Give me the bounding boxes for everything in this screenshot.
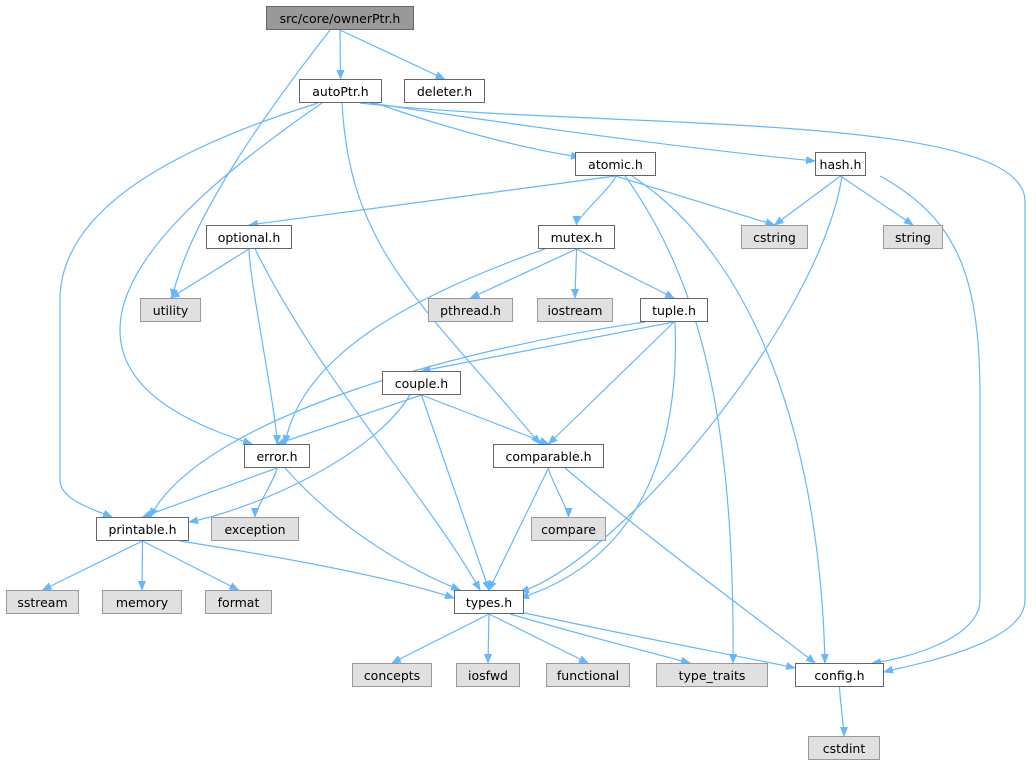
node-tuple[interactable]: tuple.h [640,298,708,322]
node-utility: utility [140,298,201,322]
edge-error-to-exception [251,467,278,518]
edge-tuple-to-couple [420,321,675,374]
edge-tuple-to-comparable [547,321,675,445]
edge-printable-to-sstream [41,540,143,591]
edge-printable-to-types [179,540,455,599]
edge-types-to-functional [488,613,589,664]
edge-error-to-types [284,467,461,591]
edge-comparable-to-compare [547,467,573,518]
node-functional: functional [546,663,630,687]
node-atomic[interactable]: atomic.h [575,152,656,176]
edge-couple-to-types [420,394,490,591]
node-compare: compare [531,517,606,541]
node-concepts: concepts [352,663,432,687]
node-memory: memory [102,590,182,614]
edge-ownerPtr-to-autoPtr [336,29,345,80]
edge-autoPtr-to-hash [369,102,816,165]
node-cstring: cstring [741,225,808,249]
edge-hash-to-string [840,175,914,226]
edge-ownerPtr-to-utility [170,29,331,299]
node-types[interactable]: types.h [454,590,524,614]
node-format: format [205,590,272,614]
edge-mutex-to-tuple [576,248,675,299]
edge-atomic-to-type_traits [624,175,738,664]
node-couple[interactable]: couple.h [382,371,461,395]
edge-comparable-to-config [564,467,816,664]
edge-ownerPtr-to-deleter [339,29,446,80]
node-comparable[interactable]: comparable.h [493,444,604,468]
edge-optional-to-error [248,248,281,445]
node-pthread: pthread.h [428,298,513,322]
node-mutex[interactable]: mutex.h [538,225,615,249]
node-optional[interactable]: optional.h [206,225,292,249]
edge-printable-to-format [142,540,240,591]
edge-optional-to-types [254,248,481,591]
node-sstream: sstream [6,590,79,614]
edge-config-to-cstdint [838,686,848,737]
edge-couple-to-error [276,394,422,445]
edge-comparable-to-types [488,467,550,591]
edge-autoPtr-to-comparable [341,102,541,445]
edge-types-to-concepts [391,613,490,664]
node-deleter[interactable]: deleter.h [404,79,485,103]
edge-types-to-iosfwd [484,613,493,664]
edge-mutex-to-error [282,248,546,445]
node-hash[interactable]: hash.h [815,152,866,176]
edge-autoPtr-to-error [119,102,323,445]
edge-couple-to-comparable [421,394,550,445]
edge-hash-to-cstring [773,175,841,226]
edge-printable-to-memory [138,540,147,591]
node-ownerPtr: src/core/ownerPtr.h [266,6,414,30]
edge-optional-to-utility [169,248,250,299]
edge-autoPtr-to-printable [59,102,319,518]
edge-types-to-type_traits [509,613,691,665]
node-cstdint: cstdint [808,736,880,760]
edge-tuple-to-printable [149,321,646,518]
node-error[interactable]: error.h [244,444,310,468]
node-autoPtr[interactable]: autoPtr.h [299,79,382,103]
edge-tuple-to-types [519,321,677,600]
node-type-traits: type_traits [656,663,768,687]
edge-atomic-to-mutex [572,175,617,226]
edge-autoPtr-to-atomic [369,100,581,160]
node-iostream: iostream [537,298,613,322]
node-exception: exception [211,517,299,541]
node-printable[interactable]: printable.h [96,517,189,541]
edge-atomic-to-optional [248,175,616,228]
edge-mutex-to-iostream [571,248,580,299]
edge-types-to-config [519,611,796,670]
edge-atomic-to-config [631,175,829,664]
node-config[interactable]: config.h [795,663,884,687]
edge-hash-to-config [871,175,981,667]
node-iosfwd: iosfwd [456,663,520,687]
edge-atomic-to-cstring [615,175,776,227]
edge-couple-to-printable [188,394,411,525]
edge-hash-to-types [519,175,843,594]
edge-mutex-to-pthread [469,248,577,299]
edge-autoPtr-to-config [359,102,1026,674]
node-string: string [883,225,943,249]
edge-error-to-printable [141,467,278,518]
